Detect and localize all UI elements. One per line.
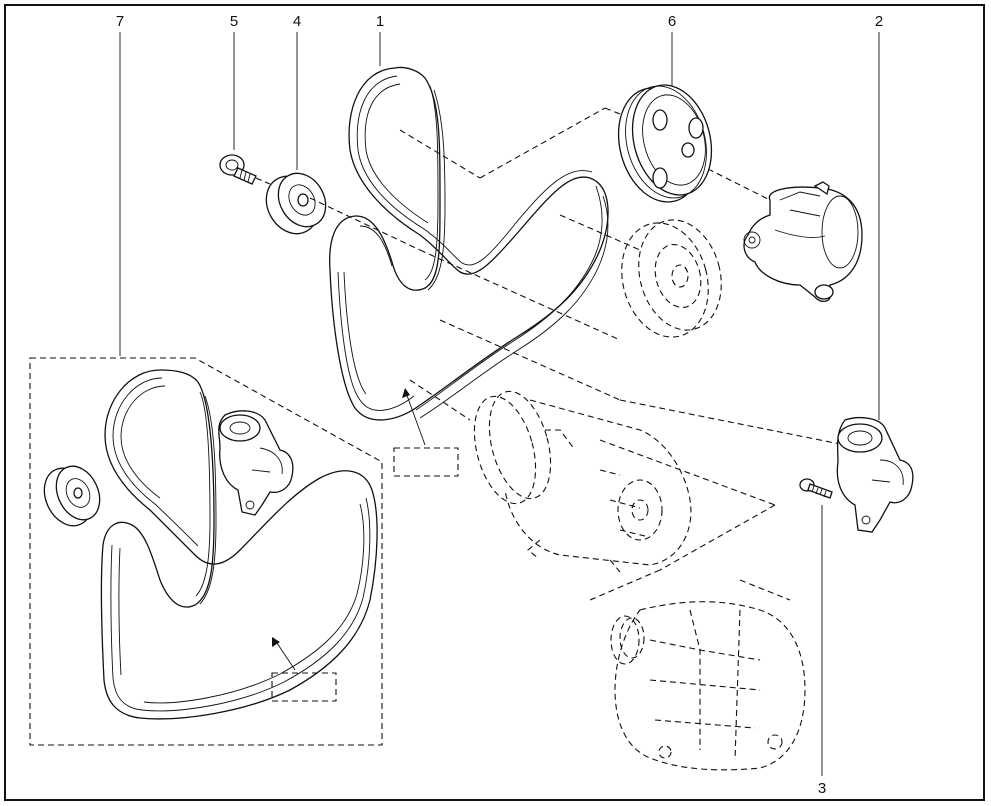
- alternator-hidden: [610, 601, 806, 771]
- belt-kit-7: [100, 369, 378, 720]
- belt-1-length-tag: [393, 388, 459, 477]
- kit-tensioner: [218, 410, 294, 516]
- callout-4: 4: [293, 13, 301, 30]
- idler-pulley-4: [265, 172, 327, 235]
- callout-7: 7: [116, 13, 124, 30]
- kit-idler-pulley: [43, 465, 101, 527]
- outer-frame: [4, 4, 985, 801]
- alignment-lines-upper: [255, 107, 846, 601]
- belt-7-length-tag: [271, 637, 337, 702]
- callout-6: 6: [668, 13, 676, 30]
- callout-5: 5: [230, 13, 238, 30]
- power-steering-pump: [743, 181, 863, 302]
- pulley-6: [617, 84, 713, 203]
- leader-lines: [119, 32, 880, 776]
- ac-compressor-hidden: [473, 390, 692, 573]
- callout-3: 3: [818, 780, 826, 797]
- belt-kit-7-frame: [29, 357, 383, 746]
- compressor-pulley-hidden: [621, 219, 722, 338]
- callout-2: 2: [875, 13, 883, 30]
- bolt-3: [799, 478, 833, 499]
- bolt-5: [219, 154, 257, 185]
- callout-1: 1: [376, 13, 384, 30]
- belt-main-1: [329, 66, 609, 421]
- tensioner-2: [836, 417, 914, 533]
